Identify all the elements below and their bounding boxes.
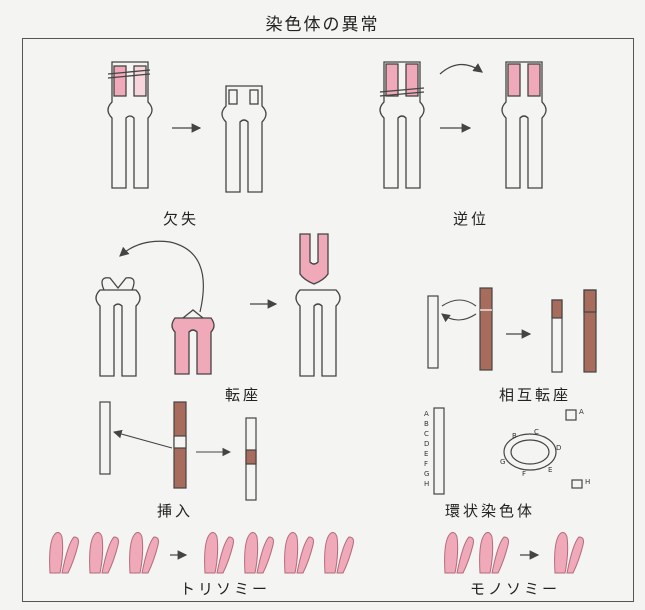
insertion-middle-chromosome: [174, 402, 186, 488]
ring-source-chromosome: [434, 408, 444, 494]
label-monosomy: モノソミー: [440, 578, 590, 599]
trisomy-chromosome-4: [205, 533, 234, 574]
ring-column-letter-F: F: [424, 460, 428, 468]
ring-letter-G: G: [500, 458, 505, 466]
label-insertion: 挿入: [140, 500, 210, 521]
ring-column-letter-E: E: [424, 450, 428, 458]
label-deletion: 欠失: [146, 208, 216, 229]
monosomy-chromosome-1: [445, 533, 474, 574]
monosomy-chromosome-pairs: [445, 533, 584, 574]
ring-letter-B: B: [512, 432, 517, 440]
translocation-result-chromosome: [296, 234, 340, 376]
inversion-rotate-arrow: [440, 64, 482, 74]
inversion-after-chromosome: [502, 62, 546, 188]
label-trisomy: トリソミー: [150, 578, 300, 599]
deletion-after-chromosome: [222, 86, 266, 192]
label-reciprocal-translocation: 相互転座: [480, 384, 590, 405]
ring-column-letter-A: A: [424, 410, 429, 418]
trisomy-chromosome-5: [245, 533, 274, 574]
translocation-curved-arrow: [120, 241, 203, 312]
label-translocation: 転座: [208, 384, 278, 405]
ring-column-letter-G: G: [424, 470, 429, 478]
monosomy-chromosome-2: [480, 533, 509, 574]
trisomy-chromosome-7: [325, 533, 354, 574]
translocation-chromosome-b: [172, 310, 214, 374]
ring-column-letter-H: H: [424, 480, 429, 488]
ring-letter-C: C: [534, 428, 539, 436]
translocation-chromosome-a: [96, 278, 140, 376]
trisomy-chromosome-3: [130, 533, 159, 574]
insertion-arrow-left: [114, 432, 172, 448]
ring-letter-D: D: [556, 444, 561, 452]
ring-free-letter-A: A: [579, 408, 584, 416]
inversion-before-chromosome: [380, 62, 424, 188]
trisomy-chromosome-6: [285, 533, 314, 574]
insertion-result-chromosome: [246, 418, 256, 500]
insertion-left-chromosome: [100, 402, 110, 474]
reciprocal-exchange-arrows: [442, 300, 476, 320]
trisomy-chromosome-2: [90, 533, 119, 574]
monosomy-chromosome-3: [555, 533, 584, 574]
ring-free-letter-H: H: [585, 478, 590, 486]
trisomy-chromosome-pairs: [50, 533, 354, 574]
ring-column-letter-D: D: [424, 440, 429, 448]
label-ring-chromosome: 環状染色体: [420, 500, 560, 521]
label-inversion: 逆位: [436, 208, 506, 229]
ring-letter-F: F: [522, 470, 526, 478]
ring-column-letter-B: B: [424, 420, 429, 428]
reciprocal-after-chromosomes: [552, 290, 596, 372]
trisomy-chromosome-1: [50, 533, 79, 574]
ring-column-letter-C: C: [424, 430, 429, 438]
ring-letter-E: E: [548, 466, 552, 474]
deletion-before-chromosome: [108, 62, 152, 188]
ring-free-fragments: [566, 410, 582, 488]
